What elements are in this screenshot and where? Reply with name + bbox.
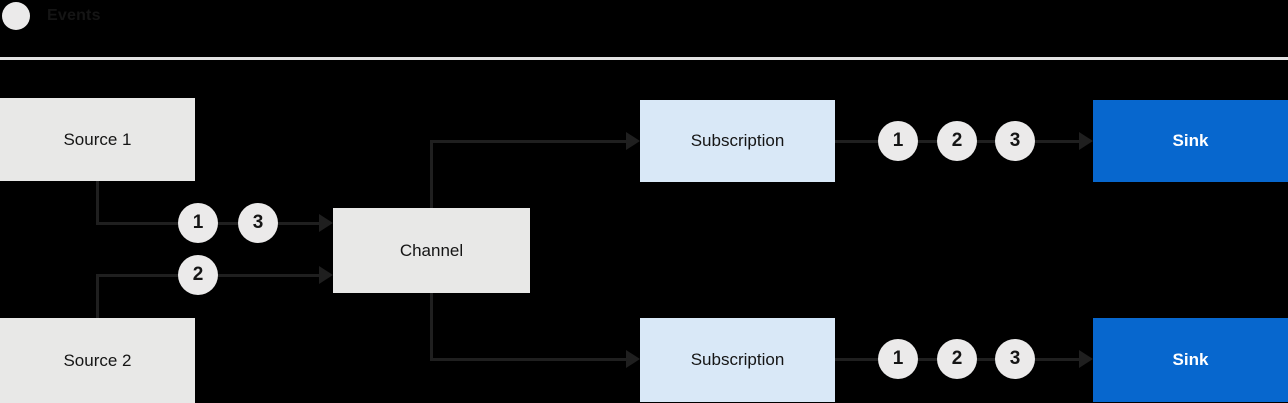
channel-to-subscription-bottom-line <box>430 358 626 361</box>
source-1-node: Source 1 <box>0 98 195 181</box>
arrowhead-into-subscription-top <box>626 132 640 150</box>
source1-drop-line <box>96 181 99 225</box>
channel-down-line <box>430 292 433 359</box>
source-2-node: Source 2 <box>0 318 195 403</box>
arrowhead-into-sink-top <box>1079 132 1093 150</box>
legend: Events <box>2 2 101 30</box>
event-badge-1: 1 <box>878 121 918 161</box>
arrowhead-into-sink-bottom <box>1079 350 1093 368</box>
arrowhead-into-channel-bottom <box>319 266 333 284</box>
event-badge-2: 2 <box>178 255 218 295</box>
sink-bottom-node: Sink <box>1093 318 1288 402</box>
event-badge-1: 1 <box>878 339 918 379</box>
arrowhead-into-subscription-bottom <box>626 350 640 368</box>
subscription-bottom-node: Subscription <box>640 318 835 402</box>
event-badge-2: 2 <box>937 339 977 379</box>
sink-top-node: Sink <box>1093 100 1288 182</box>
separator-rule <box>0 57 1288 60</box>
legend-label: Events <box>47 7 101 24</box>
channel-node: Channel <box>333 208 530 293</box>
event-circle-icon <box>2 2 30 30</box>
arrowhead-into-channel-top <box>319 214 333 232</box>
event-badge-3: 3 <box>238 203 278 243</box>
channel-up-line <box>430 141 433 208</box>
source2-rise-line <box>96 274 99 318</box>
event-badge-1: 1 <box>178 203 218 243</box>
event-badge-3: 3 <box>995 121 1035 161</box>
channel-to-subscription-top-line <box>430 140 626 143</box>
subscription-top-node: Subscription <box>640 100 835 182</box>
event-badge-2: 2 <box>937 121 977 161</box>
event-badge-3: 3 <box>995 339 1035 379</box>
